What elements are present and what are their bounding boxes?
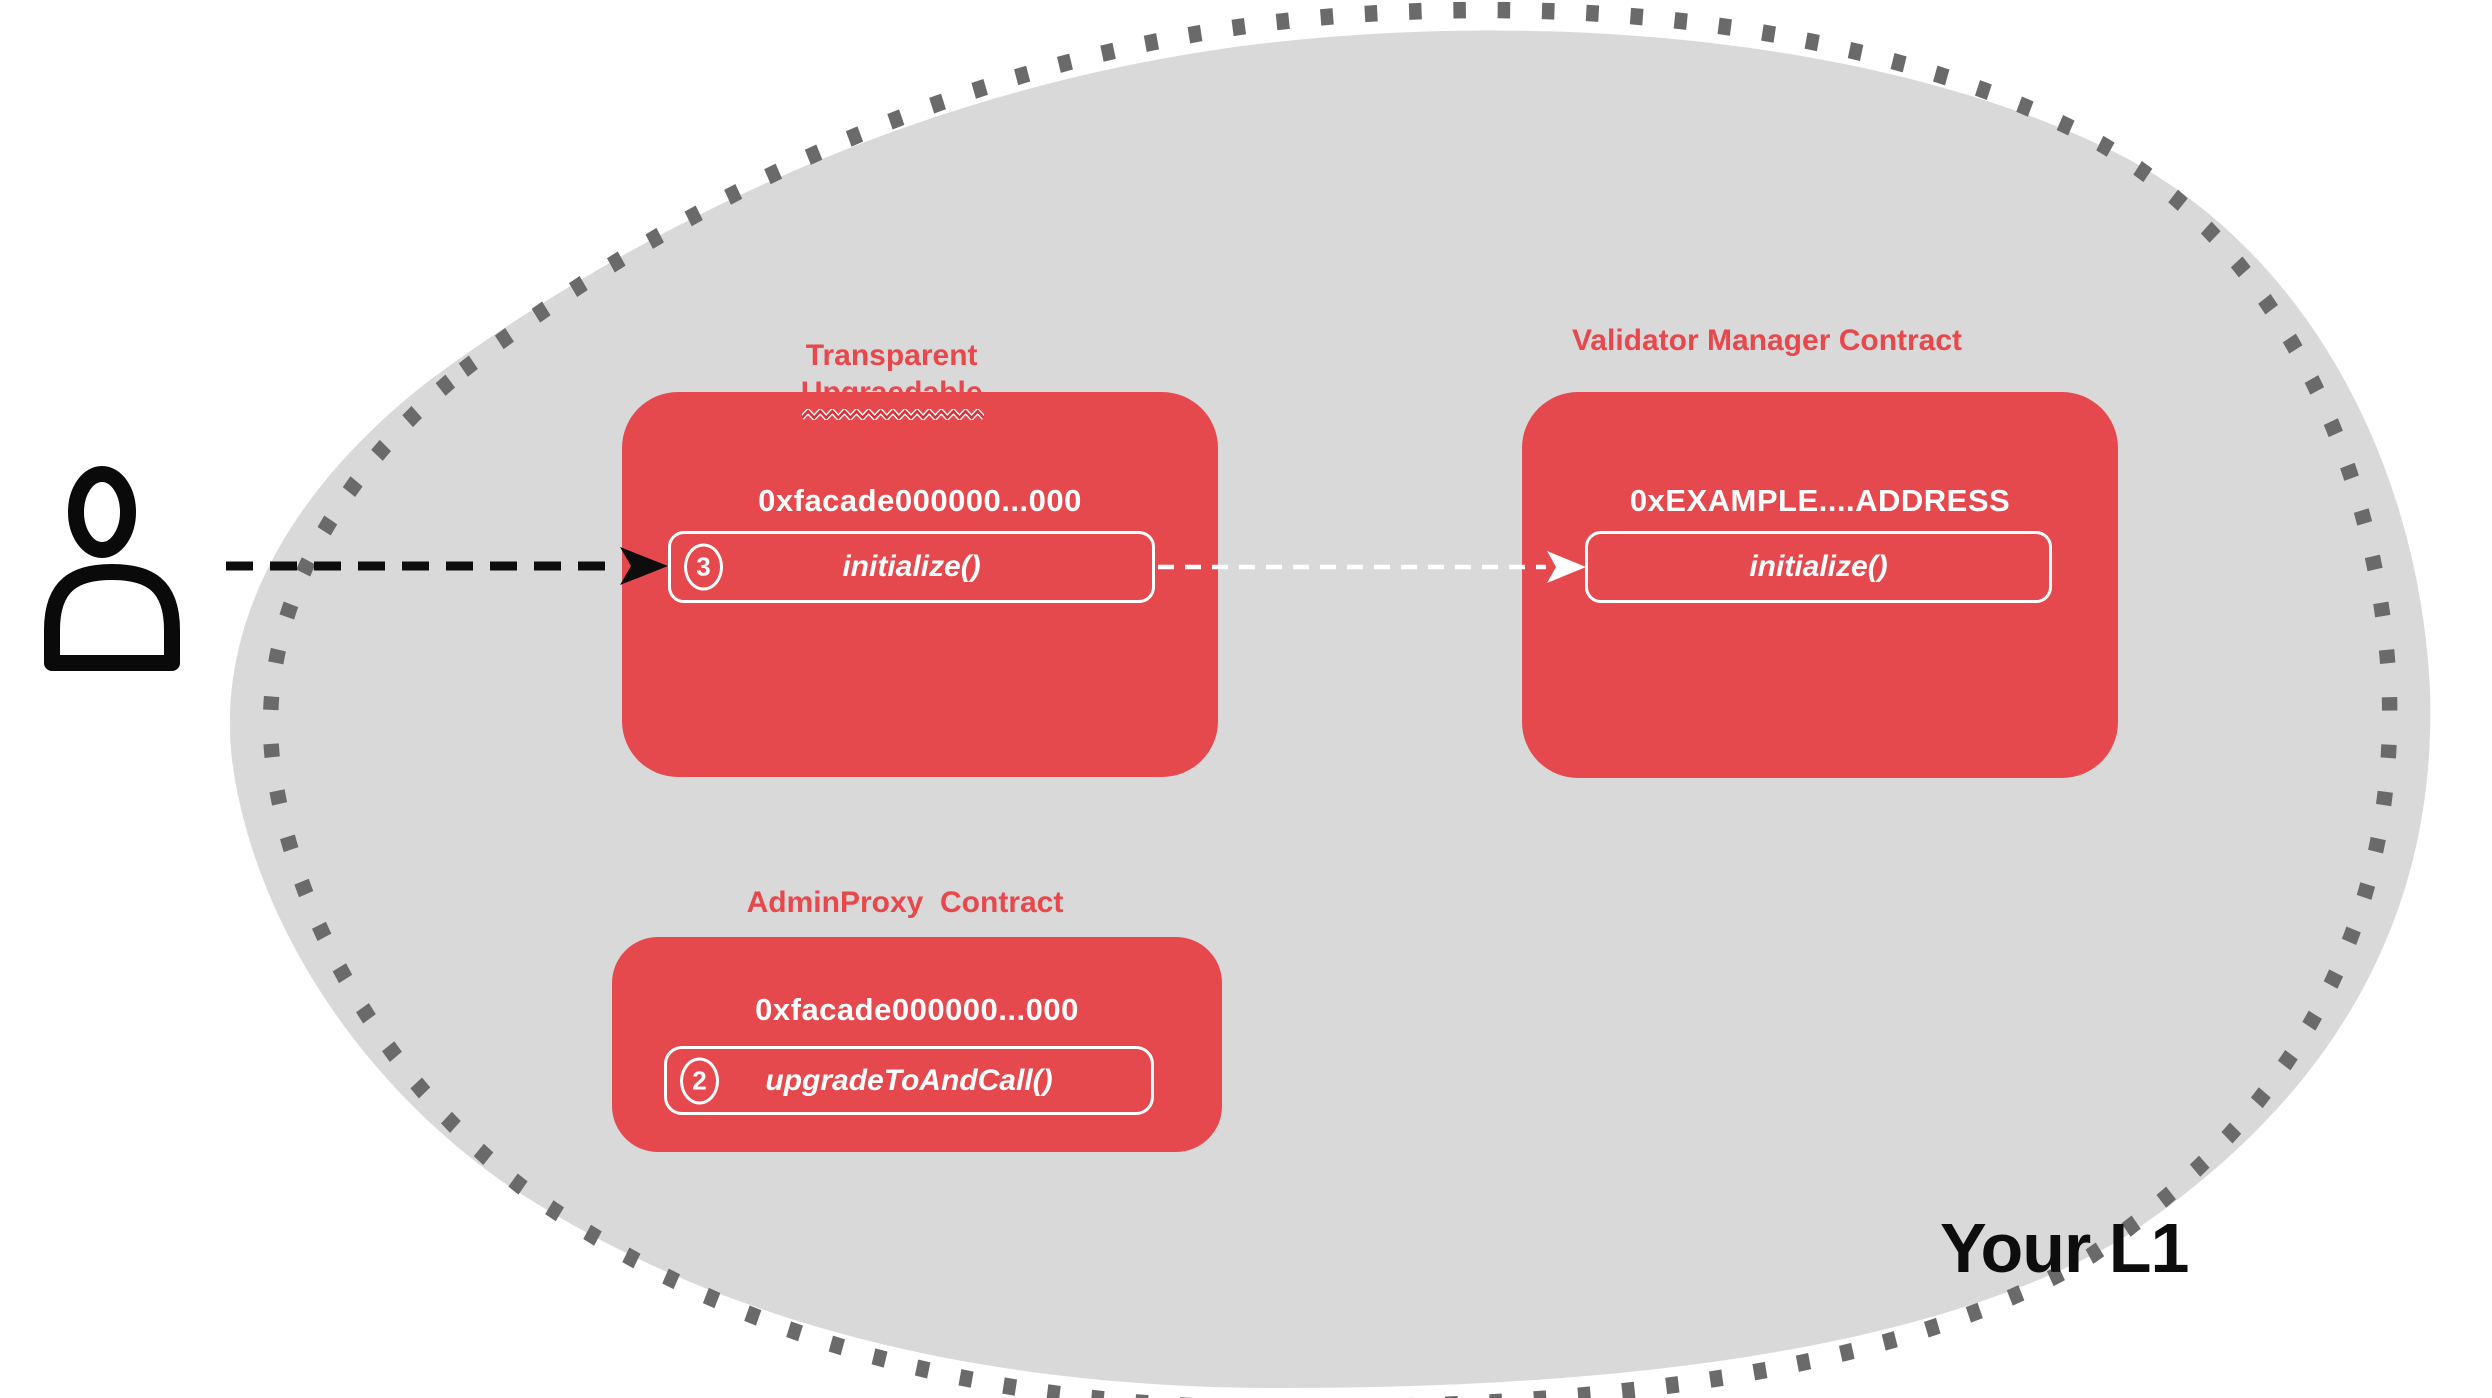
admin-proxy-contract-title: AdminProxy Contract	[746, 886, 1064, 919]
proxy-initialize-pill: 3 initialize()	[668, 531, 1155, 603]
step-2-number: 2	[692, 1065, 707, 1095]
your-l1-label: Your L1	[1940, 1209, 2189, 1287]
admin-upgrade-label: upgradeToAndCall()	[765, 1063, 1053, 1097]
person-icon	[44, 466, 180, 671]
validator-initialize-label: initialize()	[1749, 550, 1888, 583]
proxy-title-word-1: Transparent	[805, 339, 978, 372]
step-3-badge: 3	[684, 543, 723, 591]
admin-upgrade-pill: 2 upgradeToAndCall()	[664, 1046, 1154, 1115]
validator-initialize-pill: initialize()	[1585, 531, 2052, 603]
admin-proxy-contract-box	[612, 937, 1222, 1152]
validator-contract-title: Validator Manager Contract	[1571, 324, 1963, 357]
validator-contract-address: 0xEXAMPLE....ADDRESS	[1629, 483, 2011, 518]
spellcheck-squiggle-icon	[801, 409, 984, 420]
proxy-contract-address: 0xfacade000000...000	[758, 483, 1082, 518]
admin-proxy-contract-address: 0xfacade000000...000	[755, 992, 1079, 1027]
proxy-title-misspelled-word: Upgraedable	[801, 374, 984, 420]
step-3-number: 3	[696, 551, 711, 582]
step-2-badge: 2	[680, 1057, 719, 1104]
proxy-initialize-label: initialize()	[842, 550, 981, 583]
